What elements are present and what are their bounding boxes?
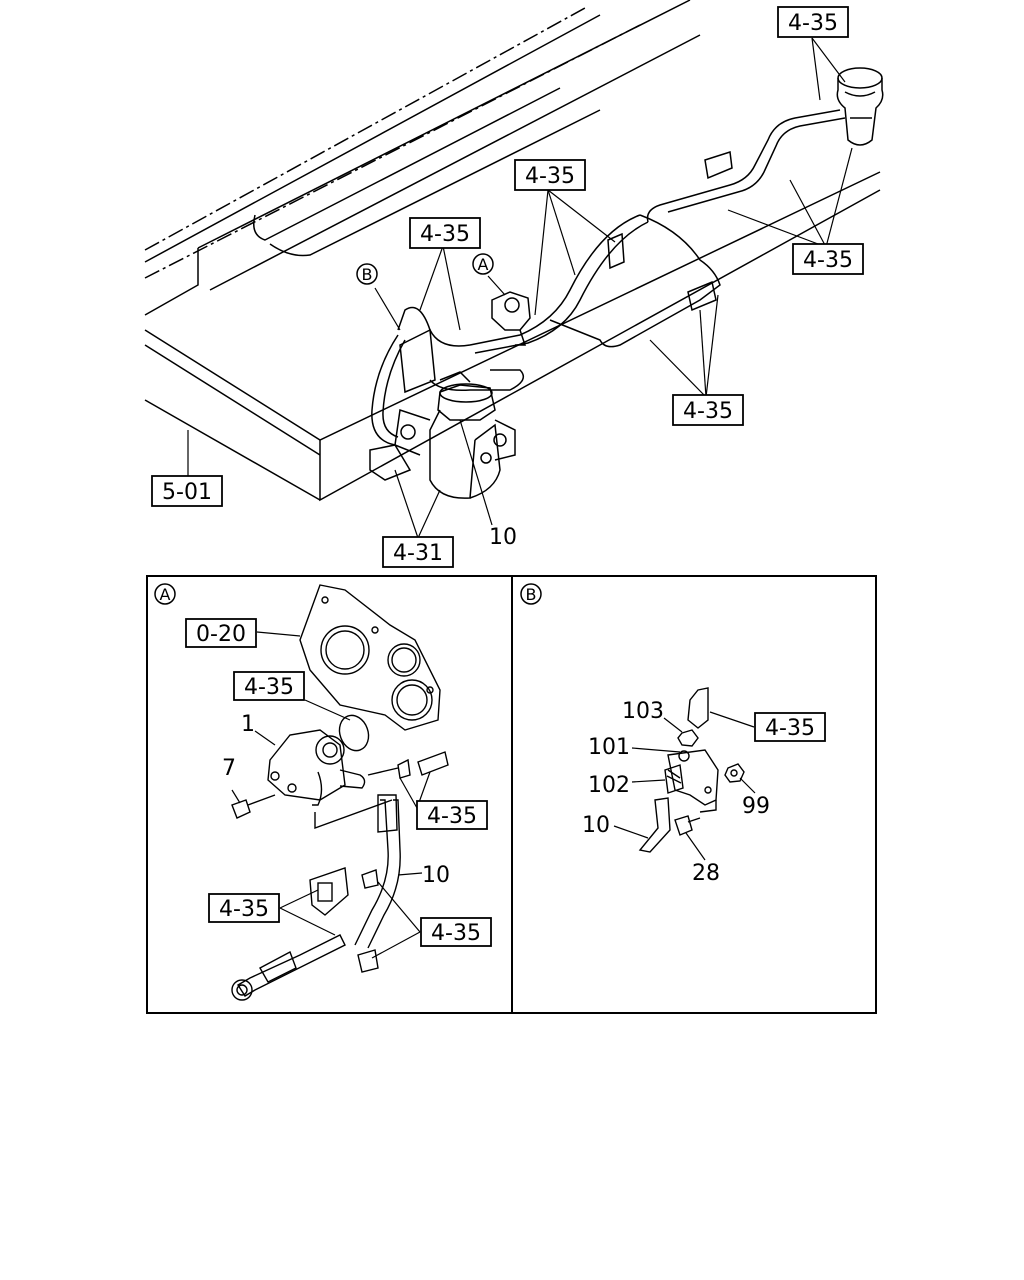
- svg-text:4-35: 4-35: [427, 804, 477, 829]
- reservoir-bracket: [704, 151, 733, 180]
- svg-text:4-31: 4-31: [393, 541, 443, 566]
- main-assembly-view: [144, 0, 884, 539]
- hydraulic-unit: [369, 371, 516, 499]
- callout-ref-upper-left: 4-35: [409, 217, 481, 249]
- detail-b-part-101: 101: [588, 735, 630, 760]
- detail-b-part-10: 10: [582, 813, 610, 838]
- detail-a-drawing: [231, 584, 449, 1001]
- detail-a-callout-pipe: 4-35: [416, 800, 488, 830]
- svg-text:4-35: 4-35: [765, 716, 815, 741]
- fitting-part-102: [664, 764, 684, 794]
- svg-text:B: B: [362, 265, 373, 284]
- leader-lines: [187, 37, 853, 539]
- detail-b-leaders: [613, 711, 756, 861]
- o-ring: [338, 714, 370, 752]
- hose-end-upper: [687, 687, 709, 729]
- part-number-10: 10: [489, 525, 517, 550]
- svg-text:4-35: 4-35: [525, 164, 575, 189]
- callout-ref-upper-mid: 4-35: [514, 159, 586, 191]
- svg-text:4-35: 4-35: [244, 675, 294, 700]
- pipe-clamp: [687, 280, 717, 312]
- callout-ref-valve: 4-31: [382, 536, 454, 568]
- gasket-plate: [299, 584, 441, 731]
- svg-text:A: A: [478, 255, 489, 274]
- lower-bracket: [309, 867, 349, 916]
- nut-part-103: [677, 729, 699, 747]
- detail-a-part-10: 10: [422, 863, 450, 888]
- detail-a-callout-oring: 4-35: [233, 671, 305, 701]
- detail-b-part-102: 102: [588, 773, 630, 798]
- svg-text:4-35: 4-35: [683, 399, 733, 424]
- detail-b-part-28: 28: [692, 861, 720, 886]
- detail-a-callout-bracket: 4-35: [208, 893, 280, 923]
- svg-text:4-35: 4-35: [431, 921, 481, 946]
- detail-b-panel: B: [520, 583, 826, 886]
- detail-a-panel: A: [154, 583, 492, 1001]
- detail-a-callout-gasket: 0-20: [185, 618, 257, 648]
- bracket-plate-101: [667, 749, 719, 806]
- pipe-clamp: [607, 232, 625, 270]
- pipe-routing: [371, 109, 846, 446]
- bolt-part-7: [231, 794, 276, 819]
- detail-b-part-99: 99: [742, 794, 770, 819]
- marker-b: B: [356, 263, 378, 285]
- svg-text:A: A: [160, 585, 171, 604]
- detail-a-marker: A: [154, 583, 176, 605]
- svg-text:5-01: 5-01: [162, 480, 212, 505]
- bolt-part-28: [674, 815, 701, 836]
- detail-b-part-103: 103: [622, 699, 664, 724]
- chassis-frame: [144, 0, 881, 502]
- callout-ref-frame: 5-01: [151, 475, 223, 507]
- brake-fluid-reservoir: [836, 67, 884, 146]
- callout-ref-right: 4-35: [792, 243, 864, 275]
- detail-b-callout-hose: 4-35: [754, 712, 826, 742]
- svg-text:4-35: 4-35: [803, 248, 853, 273]
- svg-text:4-35: 4-35: [219, 897, 269, 922]
- detail-a-part-1: 1: [241, 712, 255, 737]
- detail-a-callout-bolt: 4-35: [420, 917, 492, 947]
- bracket-b: [399, 328, 436, 394]
- hose-part-10-b: [638, 797, 671, 853]
- detail-a-part-7: 7: [222, 756, 236, 781]
- svg-text:4-35: 4-35: [788, 11, 838, 36]
- callout-ref-reservoir: 4-35: [777, 6, 849, 38]
- detail-b-marker: B: [520, 583, 542, 605]
- svg-text:4-35: 4-35: [420, 222, 470, 247]
- lower-pipe: [237, 934, 346, 997]
- valve-a-body: [491, 291, 531, 346]
- svg-text:0-20: 0-20: [196, 622, 246, 647]
- marker-a: A: [472, 253, 494, 275]
- pump-body: [267, 729, 366, 806]
- svg-text:B: B: [526, 585, 537, 604]
- detail-b-drawing: [638, 687, 745, 853]
- nut-part-99: [724, 763, 745, 783]
- hose-part-10: [354, 799, 389, 946]
- callout-ref-lower-mid: 4-35: [672, 394, 744, 426]
